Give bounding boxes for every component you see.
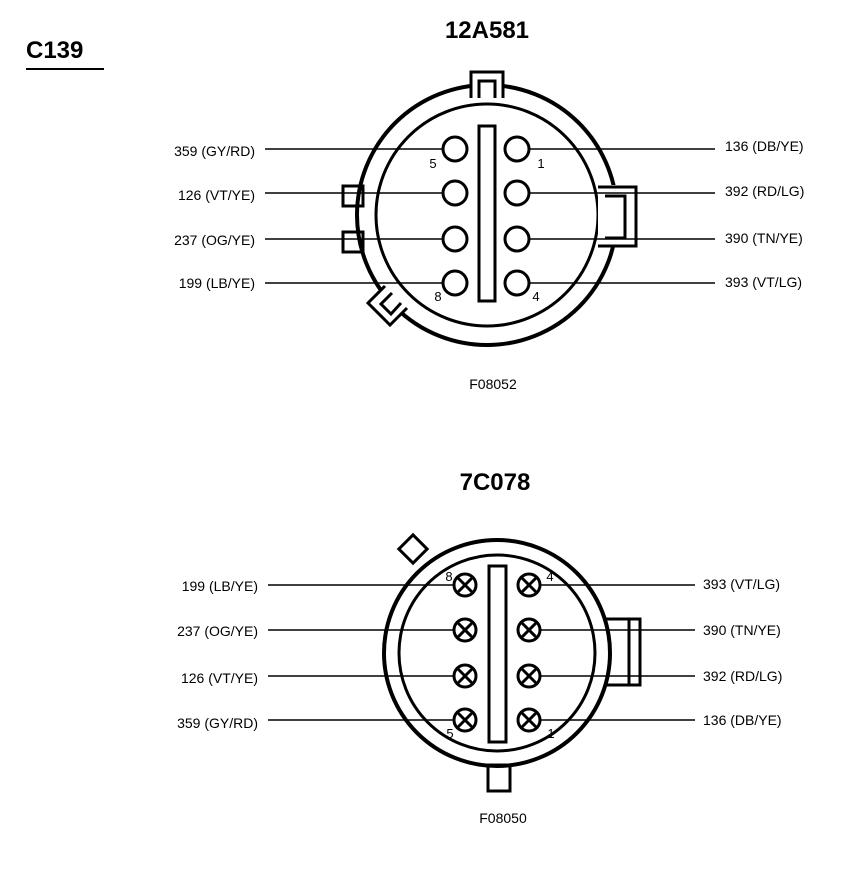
pin-number-bottom-left: 8 (434, 289, 441, 304)
pin-number-top-right: 4 (546, 569, 553, 584)
connector-body (382, 532, 642, 793)
pin-number-top-left: 5 (429, 156, 436, 171)
connector-body (341, 70, 638, 347)
pin-number-top-right: 1 (537, 156, 544, 171)
connector-part-number: 12A581 (445, 17, 529, 44)
pin-1-6 (441, 179, 469, 207)
pin-1-2 (503, 179, 531, 207)
pin-2-4 (516, 572, 542, 598)
wire-label: 390 (TN/YE) (725, 230, 803, 246)
connector-7c078: 7C078 8 4 5 1 (177, 469, 782, 826)
figure-code: F08050 (479, 810, 527, 826)
pin-1-7 (441, 225, 469, 253)
pin-2-1 (516, 707, 542, 733)
figure-code: F08052 (469, 376, 517, 392)
pin-1-4 (503, 269, 531, 297)
leader-lines (265, 148, 715, 284)
pin-2-3 (516, 617, 542, 643)
wire-label: 359 (GY/RD) (177, 715, 258, 731)
wire-label: 199 (LB/YE) (179, 275, 255, 291)
wire-label: 126 (VT/YE) (178, 187, 255, 203)
wire-label: 392 (RD/LG) (725, 183, 804, 199)
pin-2-7 (452, 617, 478, 643)
pin-1-1 (503, 135, 531, 163)
pin-2-8 (452, 572, 478, 598)
wire-label: 136 (DB/YE) (725, 138, 804, 154)
pin-number-bottom-right: 1 (547, 726, 554, 741)
pin-1-3 (503, 225, 531, 253)
pin-1-8 (441, 269, 469, 297)
wire-label: 237 (OG/YE) (174, 232, 255, 248)
pin-1-5 (441, 135, 469, 163)
wire-label: 199 (LB/YE) (182, 578, 258, 594)
pin-number-bottom-left: 5 (446, 726, 453, 741)
pin-number-bottom-right: 4 (532, 289, 539, 304)
wire-label: 393 (VT/LG) (725, 274, 802, 290)
pin-2-5 (452, 707, 478, 733)
wire-label: 126 (VT/YE) (181, 670, 258, 686)
wire-label: 359 (GY/RD) (174, 143, 255, 159)
pin-number-top-left: 8 (445, 569, 452, 584)
wire-label: 237 (OG/YE) (177, 623, 258, 639)
pin-2-2 (516, 663, 542, 689)
connector-part-number: 7C078 (460, 469, 531, 496)
pin-2-6 (452, 663, 478, 689)
wire-label: 136 (DB/YE) (703, 712, 782, 728)
connector-12a581: 12A581 5 1 (174, 17, 804, 392)
wire-label: 393 (VT/LG) (703, 576, 780, 592)
page-id: C139 (26, 37, 83, 64)
leader-lines (268, 584, 695, 721)
wire-label: 390 (TN/YE) (703, 622, 781, 638)
wire-label: 392 (RD/LG) (703, 668, 782, 684)
